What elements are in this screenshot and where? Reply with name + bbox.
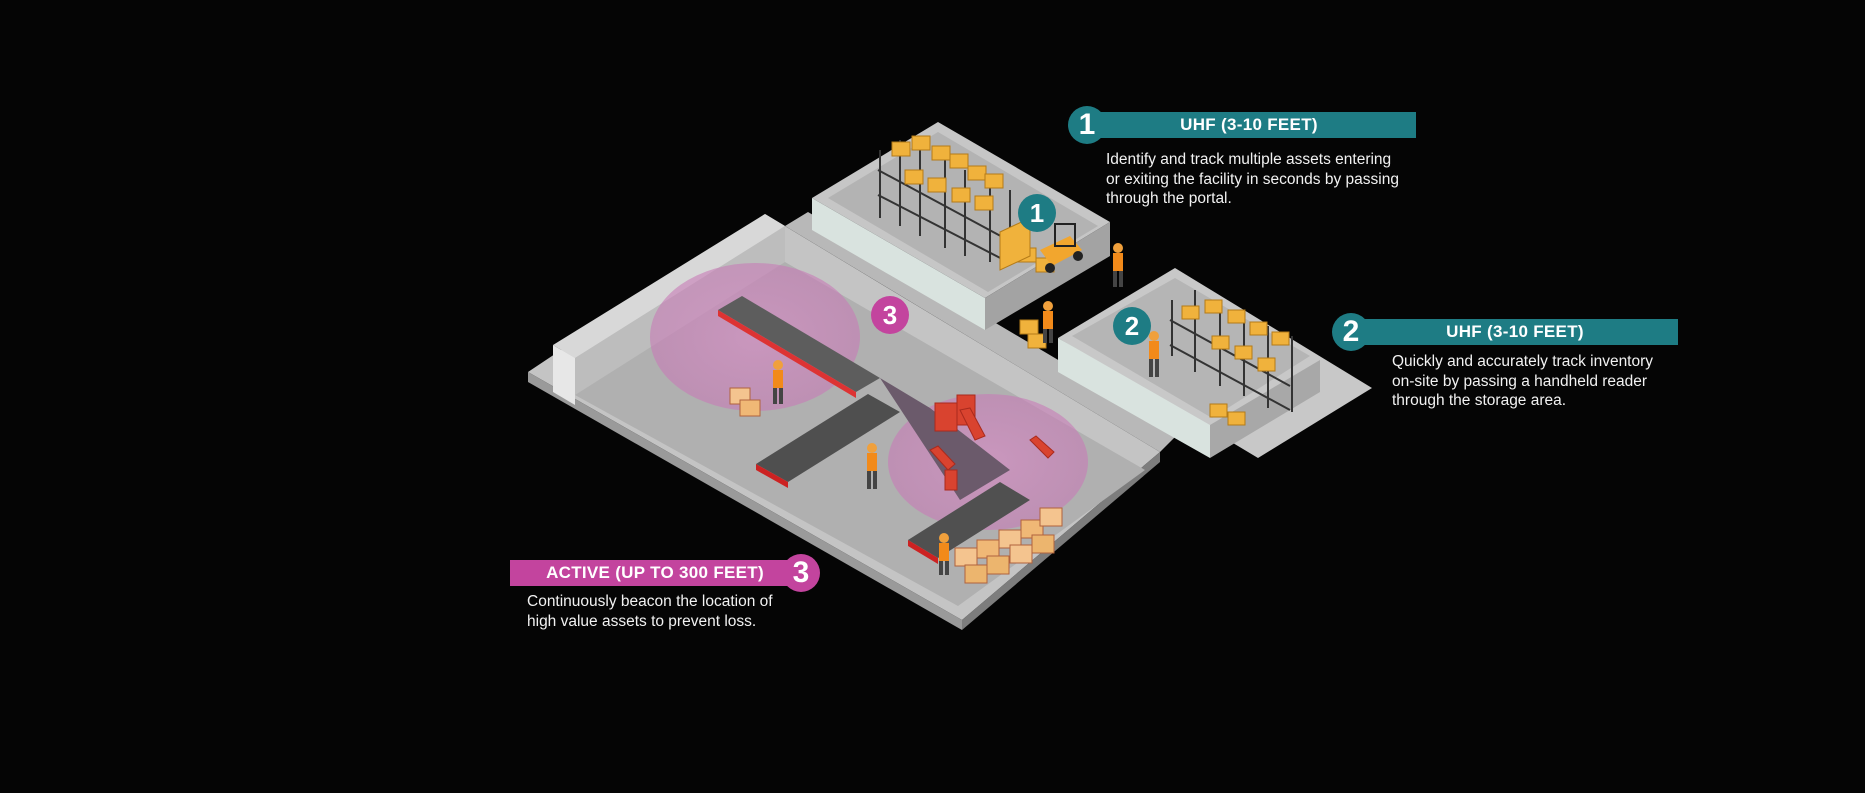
pallet-rack-icon xyxy=(877,140,1011,263)
marker-3-number: 3 xyxy=(883,300,897,330)
marker-1: 1 xyxy=(1018,194,1056,232)
callout-3-description: Continuously beacon the location of high… xyxy=(527,593,773,630)
worker-icon xyxy=(773,243,1159,575)
marker-3: 3 xyxy=(871,296,909,334)
callout-1-description: Identify and track multiple assets enter… xyxy=(1106,151,1399,207)
callout-2-number: 2 xyxy=(1332,313,1370,351)
robot-arm-icon xyxy=(929,394,1055,491)
forklift-icon xyxy=(999,217,1083,273)
callout-2-title: UHF (3-10 FEET) xyxy=(1352,319,1678,345)
marker-2: 2 xyxy=(1113,307,1151,345)
cardboard-box-pile xyxy=(729,387,1063,584)
callout-1-title: UHF (3-10 FEET) xyxy=(1082,112,1416,138)
conveyor-belt-icon xyxy=(718,296,1030,564)
callout-2-description: Quickly and accurately track inventory o… xyxy=(1392,353,1654,409)
callout-3-title: ACTIVE (UP TO 300 FEET) xyxy=(510,560,800,586)
marker-2-number: 2 xyxy=(1125,311,1139,341)
callout-1-number: 1 xyxy=(1068,106,1106,144)
cardboard-box-icon-2 xyxy=(1181,299,1290,426)
marker-1-number: 1 xyxy=(1030,198,1044,228)
callout-3-number: 3 xyxy=(782,554,820,592)
